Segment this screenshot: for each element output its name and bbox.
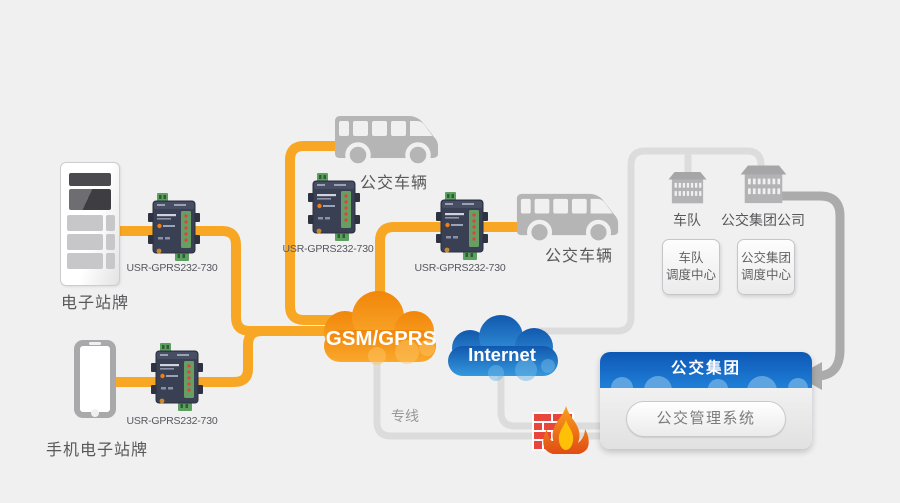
internet-cloud-label: Internet — [468, 344, 536, 365]
phone-home-button-icon — [91, 409, 99, 417]
internet-to-panel-line — [497, 364, 610, 430]
company-dispatch-line1: 公交集团 — [740, 251, 791, 266]
company-building-label: 公交集团公司 — [721, 212, 805, 228]
bus2-label: 公交车辆 — [544, 248, 614, 265]
gprs-modem-icon — [434, 190, 490, 262]
kiosk-label: 电子站牌 — [60, 295, 130, 312]
phone-icon — [74, 340, 116, 418]
gsm-cloud-label: GSM/GPRS — [326, 327, 437, 350]
kiosk-cable — [107, 226, 365, 336]
bus2-cable — [375, 222, 525, 305]
modem-model-label: USR-GPRS232-730 — [282, 243, 374, 255]
fleet-dispatch-line2: 调度中心 — [665, 268, 716, 282]
flame-icon — [543, 406, 589, 454]
gprs-modem-icon — [306, 171, 362, 243]
phone-cable — [103, 326, 365, 387]
modem-model-label: USR-GPRS232-730 — [126, 415, 218, 427]
bus-group-panel: 公交集团 公交管理系统 — [600, 352, 812, 449]
kiosk-header-bar — [69, 173, 111, 186]
kiosk-icon — [60, 162, 120, 286]
gsm-dedicated-line — [373, 352, 610, 440]
bus-icon — [514, 188, 624, 245]
company-dispatch-center-box: 公交集团 调度中心 — [737, 239, 795, 295]
gprs-modem-icon — [149, 341, 205, 413]
kiosk-screen — [69, 189, 111, 210]
fleet-building-icon — [667, 170, 708, 204]
bus1-cable — [285, 141, 353, 325]
fleet-building-label: 车队 — [673, 212, 701, 228]
bus-icon — [332, 110, 444, 168]
panel-header: 公交集团 — [600, 352, 812, 388]
company-dispatch-line2: 调度中心 — [740, 268, 791, 282]
gsm-gprs-cloud: GSM/GPRS — [324, 291, 437, 365]
gprs-modem-icon — [146, 191, 202, 263]
company-building-icon — [739, 163, 788, 204]
phone-label: 手机电子站牌 — [45, 442, 149, 459]
dedicated-line-label: 专线 — [391, 408, 419, 424]
fleet-dispatch-center-box: 车队 调度中心 — [662, 239, 720, 295]
firewall-icon — [532, 406, 589, 454]
internet-to-buildings-line — [536, 147, 765, 335]
fleet-dispatch-line1: 车队 — [678, 251, 704, 266]
header-clouds-decoration — [611, 376, 808, 388]
modem-model-label: USR-GPRS232-730 — [414, 262, 506, 274]
panel-title: 公交集团 — [670, 360, 741, 377]
panel-body: 公交管理系统 — [600, 388, 812, 449]
modem-model-label: USR-GPRS232-730 — [126, 262, 218, 274]
internet-cloud: Internet — [448, 315, 558, 381]
bus-management-system-button: 公交管理系统 — [626, 400, 786, 437]
phone-speaker-slot — [89, 342, 101, 345]
bus1-label: 公交车辆 — [359, 175, 429, 192]
